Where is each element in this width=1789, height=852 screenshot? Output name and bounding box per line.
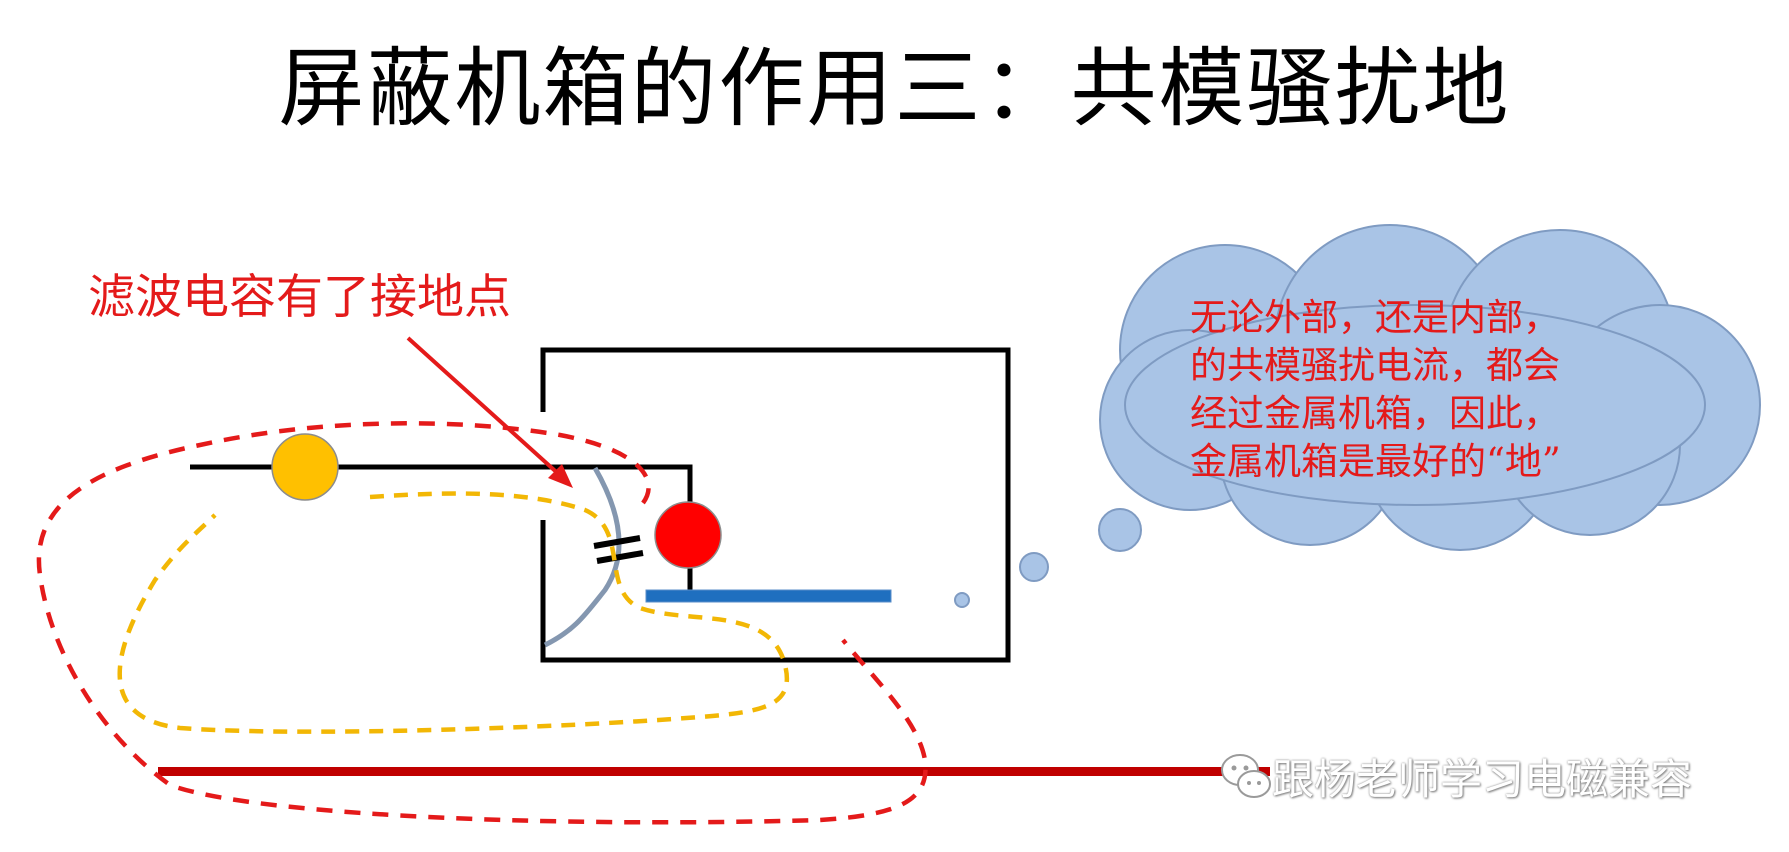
yellow-node — [271, 433, 339, 501]
red-node — [654, 501, 722, 569]
filter-capacitor — [593, 535, 644, 564]
capacitor-lead-curve — [543, 466, 622, 648]
cloud-line: 的共模骚扰电流，都会 — [1190, 344, 1560, 387]
cloud-text: 无论外部，还是内部， 的共模骚扰电流，都会 经过金属机箱，因此， 金属机箱是最好… — [1190, 294, 1561, 486]
cable-wire — [190, 464, 693, 598]
thought-cloud — [954, 224, 1761, 608]
inner-current-path — [117, 491, 789, 734]
wechat-icon — [1221, 754, 1271, 798]
cloud-line: 金属机箱是最好的“地” — [1190, 440, 1561, 483]
cloud-line: 无论外部，还是内部， — [1190, 296, 1560, 339]
cloud-line: 经过金属机箱，因此， — [1190, 392, 1560, 435]
ground-plane — [158, 767, 1270, 776]
page-title: 屏蔽机箱的作用三：共模骚扰地 — [278, 39, 1511, 139]
watermark-text: 跟杨老师学习电磁兼容 — [1272, 754, 1693, 804]
annotation-arrow — [406, 336, 573, 488]
metal-chassis — [540, 347, 1011, 663]
pcb-board — [645, 589, 892, 603]
capacitor-annotation: 滤波电容有了接地点 — [88, 270, 511, 325]
watermark: 跟杨老师学习电磁兼容 — [1220, 746, 1692, 806]
outer-current-path — [36, 421, 928, 825]
